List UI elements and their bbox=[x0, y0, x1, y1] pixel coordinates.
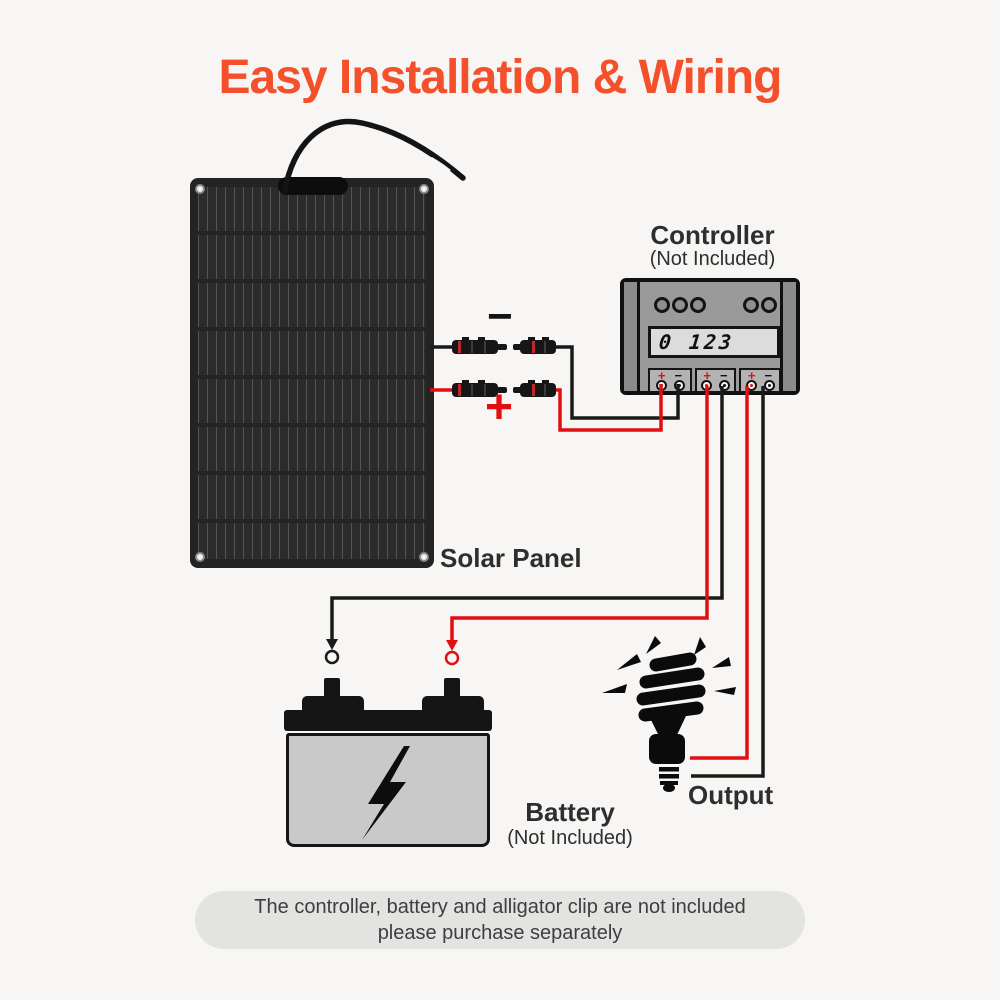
terminal-minus-label: − bbox=[674, 368, 683, 383]
positive-polarity-label: + bbox=[485, 381, 514, 434]
mc4-male-connector-icon bbox=[452, 340, 498, 354]
connector-pin bbox=[513, 344, 522, 350]
terminal-hole-negative bbox=[673, 380, 685, 391]
panel-junction-box bbox=[278, 177, 348, 195]
terminal-block-load: + − bbox=[739, 368, 781, 393]
bulb-coils bbox=[636, 652, 706, 722]
controller-lcd-display: 0 123 bbox=[648, 326, 780, 358]
controller-side-strip bbox=[780, 282, 796, 391]
terminal-minus-label: − bbox=[720, 368, 728, 383]
controller-vent-hole bbox=[690, 297, 706, 313]
page-title: Easy Installation & Wiring bbox=[218, 51, 782, 104]
connector-pin bbox=[497, 344, 507, 350]
cable-highlight bbox=[430, 156, 451, 172]
arrowhead-icon bbox=[446, 640, 458, 651]
connector-tab bbox=[478, 337, 485, 341]
note-line-2: please purchase separately bbox=[377, 922, 623, 944]
cfl-bulb-icon bbox=[602, 636, 736, 792]
terminal-hole-negative bbox=[763, 380, 775, 391]
connector-pin bbox=[513, 387, 522, 393]
bulb-neck bbox=[650, 716, 686, 738]
grommet-hole bbox=[195, 184, 205, 194]
connector-ridge bbox=[544, 341, 546, 353]
terminal-minus-label: − bbox=[764, 368, 773, 383]
mc4-female-connector-icon bbox=[520, 340, 556, 354]
connector-tab bbox=[542, 337, 549, 341]
connector-tab bbox=[542, 380, 549, 384]
arrowhead-icon bbox=[326, 639, 338, 650]
terminal-hole-negative bbox=[719, 380, 730, 391]
connector-band bbox=[458, 341, 461, 353]
connector-ridge bbox=[544, 384, 546, 396]
battery-top-cap bbox=[302, 696, 364, 714]
battery-body bbox=[286, 733, 490, 847]
terminal-hole-positive bbox=[655, 380, 667, 391]
bulb-thread bbox=[659, 774, 679, 779]
lcd-readout: 0 123 bbox=[657, 330, 736, 354]
solar-panel bbox=[190, 178, 434, 568]
connector-band bbox=[532, 384, 535, 396]
battery-sublabel: (Not Included) bbox=[507, 827, 633, 849]
controller-side-strip bbox=[624, 282, 640, 391]
connector-band bbox=[458, 384, 461, 396]
connector-band bbox=[532, 341, 535, 353]
controller-sublabel: (Not Included) bbox=[649, 248, 776, 270]
connector-tab bbox=[478, 380, 485, 384]
terminal-block-solar: + − bbox=[648, 368, 692, 393]
battery-top bbox=[284, 710, 492, 731]
terminal-plus-label: + bbox=[703, 368, 711, 383]
ring-terminal-positive bbox=[444, 650, 460, 666]
mc4-female-connector-icon bbox=[520, 383, 556, 397]
bulb-holder bbox=[649, 734, 685, 764]
terminal-hole-positive bbox=[701, 380, 712, 391]
note-line-1: The controller, battery and alligator cl… bbox=[254, 896, 746, 918]
controller-vent-hole bbox=[654, 297, 670, 313]
footer-note: The controller, battery and alligator cl… bbox=[195, 891, 805, 949]
controller-vent-hole bbox=[743, 297, 759, 313]
grommet-hole bbox=[419, 184, 429, 194]
terminal-hole-positive bbox=[745, 380, 757, 391]
output-label: Output bbox=[688, 780, 774, 810]
charge-controller: 0 123 + − + − + − bbox=[620, 278, 800, 395]
connector-tab bbox=[462, 380, 469, 384]
battery-top-cap bbox=[422, 696, 484, 714]
connector-ridge bbox=[484, 341, 486, 353]
terminal-plus-label: + bbox=[657, 368, 666, 383]
bulb-thread bbox=[660, 781, 678, 785]
solar-cells-grid bbox=[198, 187, 426, 559]
load-negative-wire bbox=[691, 386, 765, 778]
connector-tab bbox=[528, 337, 535, 341]
connector-tab bbox=[528, 380, 535, 384]
solar-panel-label: Solar Panel bbox=[440, 543, 582, 573]
connector-ridge bbox=[471, 341, 473, 353]
battery-label: Battery bbox=[525, 797, 615, 827]
terminal-block-battery: + − bbox=[695, 368, 736, 393]
negative-polarity-label: − bbox=[487, 292, 513, 341]
bulb-thread bbox=[659, 767, 679, 772]
controller-vent-hole bbox=[761, 297, 777, 313]
controller-label: Controller bbox=[650, 220, 775, 250]
connector-tab bbox=[462, 337, 469, 341]
light-rays-icon bbox=[602, 636, 736, 695]
bulb-tip bbox=[663, 784, 675, 792]
connector-ridge bbox=[471, 384, 473, 396]
controller-vent-hole bbox=[672, 297, 688, 313]
terminal-plus-label: + bbox=[747, 368, 756, 383]
load-positive-wire bbox=[690, 386, 749, 760]
grommet-hole bbox=[419, 552, 429, 562]
grommet-hole bbox=[195, 552, 205, 562]
ring-terminal-negative bbox=[324, 649, 340, 665]
